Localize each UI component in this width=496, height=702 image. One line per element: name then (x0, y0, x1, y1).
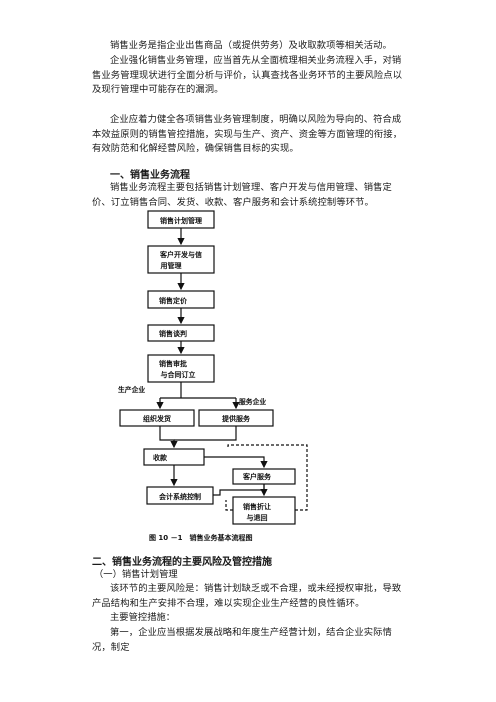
node-accounting-label: 会计系统控制 (159, 492, 201, 501)
node-return (232, 496, 296, 525)
section-1-heading: 一、销售业务流程 (110, 170, 190, 181)
flowchart-caption: 图 10 －1 销售业务基本流程图 (149, 533, 253, 542)
intro-paragraph-3: 企业应着力健全各项销售业务管理制度，明确以风险为导向的、符合成本效益原则的销售管… (92, 114, 403, 155)
node-customer-label-2: 用管理 (161, 261, 182, 270)
node-ship (119, 409, 195, 427)
node-negotiation-label: 销售谈判 (158, 329, 187, 338)
node-approval-label-2: 与合同订立 (161, 370, 196, 379)
node-customer-service-label: 客户服务 (242, 472, 272, 481)
section-2-heading: 二、销售业务流程的主要风险及管控措施 (92, 557, 272, 568)
section-2-measure-1: 第一，企业应当根据发展战略和年度生产经营计划，结合企业实际情况，制定 (92, 627, 392, 653)
node-return-label-1: 销售折让 (242, 502, 271, 511)
node-customer (147, 245, 215, 274)
node-ship-label: 组织发货 (143, 414, 171, 423)
label-service-co: 服务企业 (239, 397, 266, 406)
intro-paragraph-2: 企业强化销售业务管理，应当首先从全面梳理相关业务流程入手，对销售业务管理现状进行… (92, 55, 403, 96)
section-2-sub-1: （一）销售计划管理 (94, 569, 178, 580)
section-2-measures-title: 主要管控措施： (110, 612, 176, 623)
node-pricing-label: 销售定价 (158, 296, 188, 305)
intro-paragraph-1: 销售业务是指企业出售商品（或提供劳务）及收取款项等相关活动。 (110, 40, 392, 51)
node-collect-label: 收款 (153, 453, 168, 462)
node-approval (147, 354, 215, 383)
node-approval-label-1: 销售审批 (158, 359, 187, 368)
node-customer-label-1: 客户开发与信 (159, 250, 202, 259)
section-2-risk: 该环节的主要风险是：销售计划缺乏或不合理，或未经授权审批，导致产品结构和生产安排… (92, 583, 402, 609)
section-1-text: 销售业务流程主要包括销售计划管理、客户开发与信用管理、销售定价、订立销售合同、发… (92, 182, 392, 208)
label-production: 生产企业 (118, 385, 145, 394)
node-service-label: 提供服务 (221, 414, 251, 423)
node-plan-label: 销售计划管理 (159, 216, 202, 225)
node-return-label-2: 与退回 (247, 513, 268, 522)
